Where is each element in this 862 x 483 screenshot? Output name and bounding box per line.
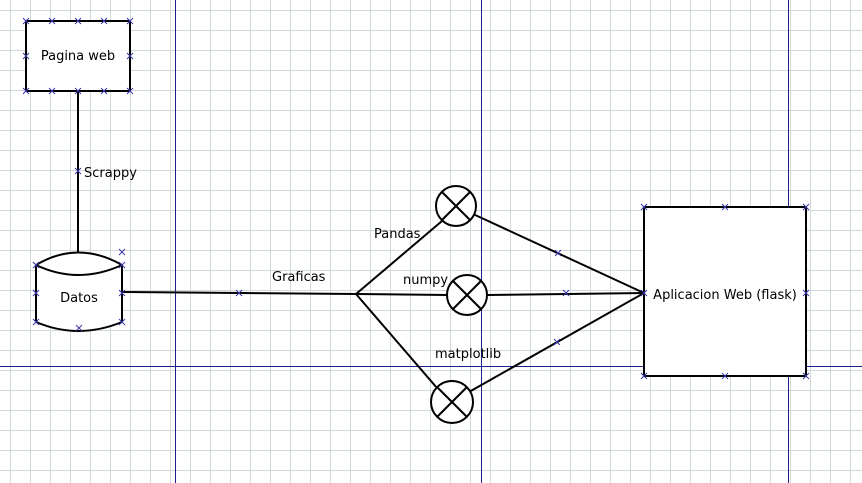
connection-point-marker xyxy=(640,289,648,297)
connection-point-marker xyxy=(802,203,810,211)
junction-matplotlib-icon[interactable] xyxy=(430,380,474,424)
connection-point-marker xyxy=(721,372,729,380)
edge-label-scrappy: Scrappy xyxy=(84,166,137,181)
edge-label-matplotlib: matplotlib xyxy=(435,347,501,362)
connection-point-marker xyxy=(75,324,83,332)
connection-point-marker xyxy=(118,261,126,269)
connection-point-marker xyxy=(802,289,810,297)
connection-point-marker xyxy=(640,372,648,380)
edge-label-numpy: numpy xyxy=(403,273,448,288)
connection-point-marker xyxy=(22,52,30,60)
connectors xyxy=(77,91,645,393)
connection-point-marker xyxy=(74,17,82,25)
connection-point-marker xyxy=(32,289,40,297)
connection-point-marker xyxy=(118,289,126,297)
junction-pandas-icon[interactable] xyxy=(435,185,477,227)
connection-point-marker xyxy=(74,167,82,175)
edge-label-graficas: Graficas xyxy=(272,270,326,285)
junction-numpy-icon[interactable] xyxy=(446,274,488,316)
connection-point-marker xyxy=(32,318,40,326)
connection-point-marker xyxy=(235,289,243,297)
connection-point-marker xyxy=(721,203,729,211)
connection-point-marker xyxy=(48,87,56,95)
connection-point-marker xyxy=(22,17,30,25)
connection-point-marker xyxy=(74,87,82,95)
connection-point-marker xyxy=(100,17,108,25)
node-app-label: Aplicacion Web (flask) xyxy=(653,288,797,303)
connection-point-marker xyxy=(562,289,570,297)
edge-matplotlib-in[interactable] xyxy=(355,293,438,389)
node-datos-label: Datos xyxy=(60,291,98,306)
connection-point-marker xyxy=(118,318,126,326)
connection-point-marker xyxy=(100,87,108,95)
node-datos[interactable]: Datos xyxy=(35,251,123,332)
connection-point-marker xyxy=(32,261,40,269)
edge-label-pandas: Pandas xyxy=(374,227,421,242)
connection-point-marker xyxy=(126,52,134,60)
node-pagina-web[interactable]: Pagina web xyxy=(25,20,131,92)
connection-point-marker xyxy=(126,17,134,25)
edge-numpy-in[interactable] xyxy=(355,293,449,296)
node-app[interactable]: Aplicacion Web (flask) xyxy=(643,206,807,377)
connection-point-marker xyxy=(802,372,810,380)
connection-point-marker xyxy=(48,17,56,25)
connection-markers xyxy=(22,17,810,380)
connection-point-marker xyxy=(118,248,126,256)
node-pagina-web-label: Pagina web xyxy=(41,49,115,64)
connection-point-marker xyxy=(640,203,648,211)
connection-point-marker xyxy=(126,87,134,95)
connection-point-marker xyxy=(554,249,562,257)
connection-point-marker xyxy=(22,87,30,95)
edge-pandas-in[interactable] xyxy=(355,220,443,295)
connection-point-marker xyxy=(553,338,561,346)
